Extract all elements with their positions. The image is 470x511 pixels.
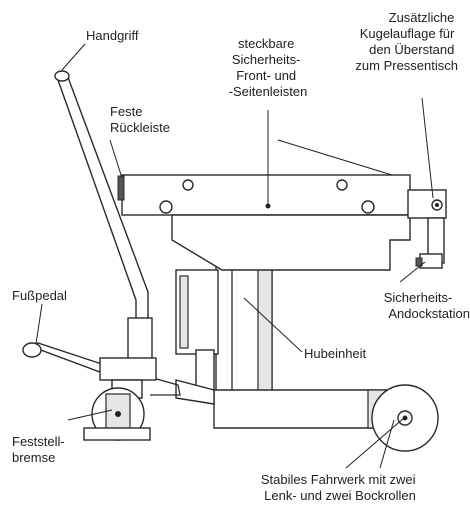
rear-wheel: [371, 384, 439, 452]
foot-pedal: [22, 342, 121, 379]
label-steckbare: steckbare Sicherheits- Front- und -Seite…: [229, 36, 308, 99]
label-zusaetzliche: Zusätzliche Kugelauflage für den Übersta…: [355, 10, 458, 73]
motor-box: [175, 269, 219, 401]
handle: [54, 70, 153, 363]
trolley-drawing: [22, 70, 447, 452]
label-feststell: Feststell- bremse: [12, 434, 68, 465]
label-fusspedal: Fußpedal: [12, 288, 67, 303]
caster-wheel: [83, 357, 157, 441]
table-platform: [117, 174, 411, 271]
label-feste: Feste Rückleiste: [110, 104, 170, 135]
label-fahrwerk: Stabiles Fahrwerk mit zwei Lenk- und zwe…: [261, 472, 419, 503]
ball-support: [407, 189, 447, 269]
label-sicherheits-andock: Sicherheits- Andockstation: [384, 290, 470, 321]
label-handgriff: Handgriff: [86, 28, 139, 43]
leader-lines: [35, 43, 434, 469]
label-hubeinheit: Hubeinheit: [304, 346, 367, 361]
chassis: [145, 375, 411, 429]
